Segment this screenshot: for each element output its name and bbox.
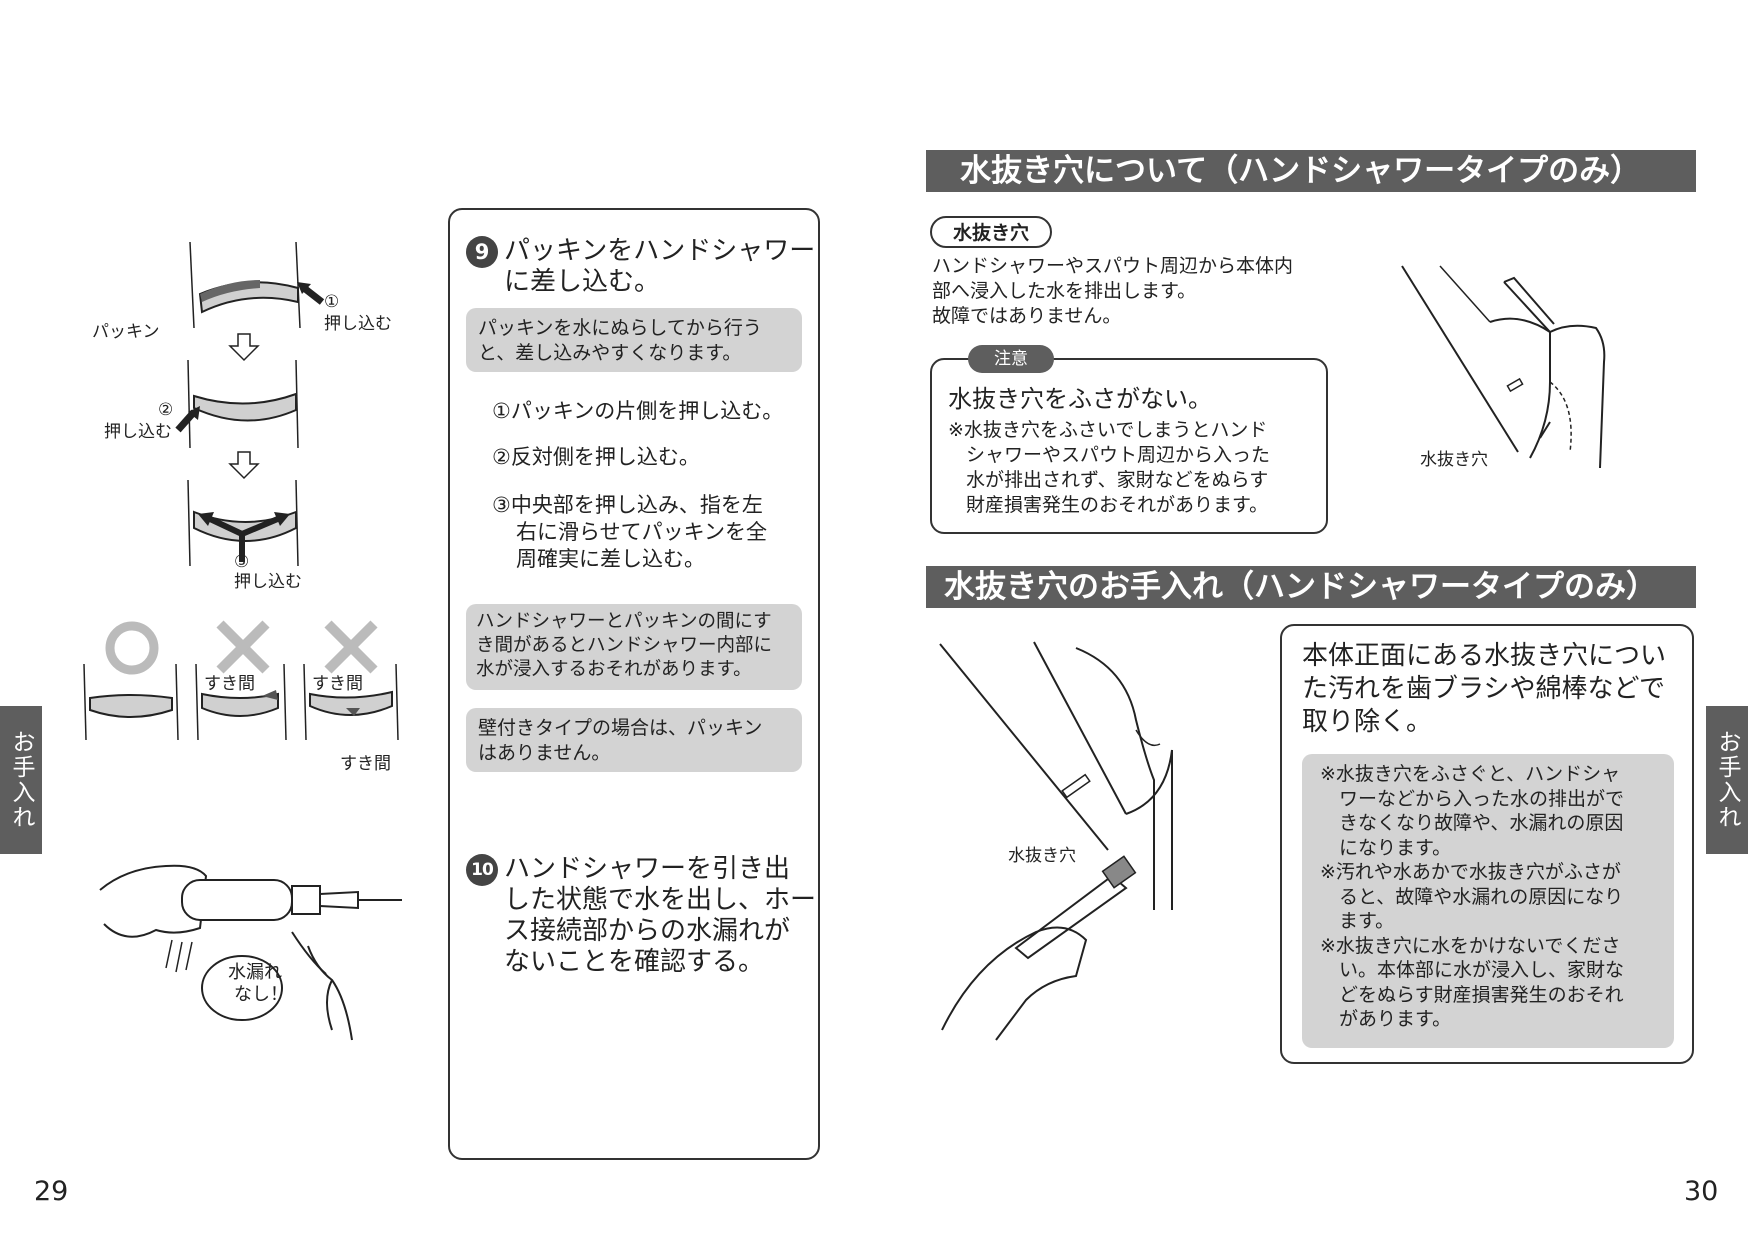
step9-warn-line3: 水が浸入するおそれがあります。 — [476, 659, 752, 680]
step9-title-line2: に差し込む。 — [504, 267, 661, 297]
step9-tip-line2: と、差し込みやすくなります。 — [478, 342, 742, 364]
caution-title: 水抜き穴をふさがない。 — [948, 385, 1212, 413]
step9-sub3-line3: 周確実に差し込む。 — [516, 547, 705, 571]
push1-label: 押し込む — [324, 314, 392, 334]
step10-title-line3: ス接続部からの水漏れが — [504, 916, 791, 946]
step9-tip: パッキンを水にぬらしてから行う と、差し込みやすくなります。 — [466, 308, 802, 372]
hand-shower-drawing — [99, 864, 402, 1041]
left-side-tab: お手入れ — [0, 706, 42, 854]
step9-warn-line1: ハンドシャワーとパッキンの間にす — [476, 611, 772, 632]
caution-line4: 財産損害発生のおそれがあります。 — [966, 494, 1269, 516]
drain-hole-label-1: 水抜き穴 — [1420, 450, 1488, 470]
steps-panel — [448, 208, 820, 1160]
step9-title-line1: パッキンをハンドシャワー — [504, 236, 816, 266]
note3-line3: どをぬらす財産損害発生のおそれ — [1339, 983, 1624, 1006]
note2-line1: ※汚れや水あかで水抜き穴がふさが — [1320, 861, 1621, 883]
care-instruction-box — [1280, 624, 1694, 1064]
step10-number: 10 — [466, 854, 498, 886]
caution-tab: 注意 — [968, 345, 1054, 373]
note1-line4: になります。 — [1339, 836, 1452, 859]
desc-line3: 故障ではありません。 — [932, 305, 1122, 327]
care-head-line3: 取り除く。 — [1302, 707, 1433, 737]
left-page-number: 29 — [34, 1176, 69, 1207]
wall-note-line1: 壁付きタイプの場合は、パッキン — [478, 717, 763, 739]
toothbrush-cleaning-illustration — [936, 640, 1216, 1050]
note2-line3: ます。 — [1339, 910, 1395, 932]
step9-sub2: ②反対側を押し込む。 — [492, 445, 700, 469]
gap-label-3: すき間 — [340, 754, 391, 774]
wall-note-line2: はありません。 — [478, 742, 611, 764]
caution-text: ※水抜き穴をふさいでしまうとハンド シャワーやスパウト周辺から入った 水が排出さ… — [948, 418, 1320, 518]
desc-line1: ハンドシャワーやスパウト周辺から本体内 — [932, 255, 1294, 277]
note1-line3: きなくなり故障や、水漏れの原因 — [1339, 812, 1624, 834]
push2-label: 押し込む — [104, 422, 172, 442]
no-leak-line1: 水漏れ — [228, 962, 282, 983]
packing-insertion-illustration — [90, 236, 420, 606]
cleaning-drawing — [939, 641, 1173, 1041]
drain-hole-label-2: 水抜き穴 — [1008, 846, 1076, 866]
step9-sub3-line2: 右に滑らせてパッキンを全 — [516, 520, 767, 544]
section2-title-bar: 水抜き穴のお手入れ（ハンドシャワータイプのみ） — [926, 566, 1696, 608]
note1-line2: ワーなどから入った水の排出がで — [1339, 787, 1625, 810]
no-leak-line2: なし！ — [234, 984, 288, 1005]
drain-hole-description: ハンドシャワーやスパウト周辺から本体内 部へ浸入した水を排出します。 故障ではあ… — [932, 254, 1332, 329]
faucet-drain-illustration — [1400, 262, 1620, 482]
packing-steps-drawing — [175, 241, 325, 567]
caution-line3: 水が排出されず、家財などをぬらす — [966, 469, 1269, 491]
right-side-tab: お手入れ — [1706, 706, 1748, 854]
care-heading: 本体正面にある水抜き穴につい た汚れを歯ブラシや綿棒などで 取り除く。 — [1302, 640, 1678, 739]
wall-type-note: 壁付きタイプの場合は、パッキン はありません。 — [466, 708, 802, 772]
note3-line4: があります。 — [1339, 1008, 1452, 1030]
step9-sub3: ③中央部を押し込み、指を左 右に滑らせてパッキンを全 周確実に差し込む。 — [492, 492, 767, 573]
push3-label: 押し込む — [234, 572, 302, 592]
leak-check-illustration — [96, 850, 406, 1050]
care-notes: ※水抜き穴をふさぐと、ハンドシャ ワーなどから入った水の排出がで きなくなり故障… — [1302, 754, 1674, 1048]
note3-line2: い。本体部に水が浸入し、家財な — [1339, 959, 1625, 981]
care-head-line1: 本体正面にある水抜き穴につい — [1302, 641, 1667, 671]
step9-sub3-line1: ③中央部を押し込み、指を左 — [492, 493, 763, 517]
caution-line2: シャワーやスパウト周辺から入った — [966, 444, 1271, 466]
care-head-line2: た汚れを歯ブラシや綿棒などで — [1302, 674, 1665, 704]
push3-num: ③ — [234, 552, 250, 572]
note2-line2: ると、故障や水漏れの原因になり — [1339, 885, 1624, 908]
caution-line1: ※水抜き穴をふさいでしまうとハンド — [948, 419, 1268, 441]
note1-line1: ※水抜き穴をふさぐと、ハンドシャ — [1320, 763, 1621, 785]
faucet-drawing — [1401, 265, 1606, 469]
push2-num: ② — [158, 400, 174, 420]
drain-hole-pill: 水抜き穴 — [930, 216, 1052, 248]
note3-line1: ※水抜き穴に水をかけないでくださ — [1320, 934, 1621, 957]
gap-label-2: すき間 — [312, 674, 363, 694]
right-page-number: 30 — [1684, 1176, 1719, 1207]
packing-label: パッキン — [92, 322, 160, 342]
section1-title-bar: 水抜き穴について（ハンドシャワータイプのみ） — [926, 150, 1696, 192]
packing-fit-comparison — [80, 618, 410, 748]
step9-warn-line2: き間があるとハンドシャワー内部に — [476, 635, 773, 656]
step10-title-line4: ないことを確認する。 — [504, 947, 765, 977]
push1-num: ① — [324, 292, 340, 312]
caution-box — [930, 358, 1328, 534]
desc-line2: 部へ浸入した水を排出します。 — [932, 280, 1197, 302]
step10-title-line2: した状態で水を出し、ホー — [504, 885, 817, 915]
step9-tip-line1: パッキンを水にぬらしてから行う — [478, 317, 762, 339]
step10-title-line1: ハンドシャワーを引き出 — [504, 854, 791, 884]
step9-sub1: ①パッキンの片側を押し込む。 — [492, 399, 784, 423]
fit-comparison-drawing — [83, 620, 399, 741]
step9-warning: ハンドシャワーとパッキンの間にす き間があるとハンドシャワー内部に 水が浸入する… — [466, 604, 802, 690]
step9-number: 9 — [466, 236, 498, 268]
gap-label-1: すき間 — [204, 674, 255, 694]
